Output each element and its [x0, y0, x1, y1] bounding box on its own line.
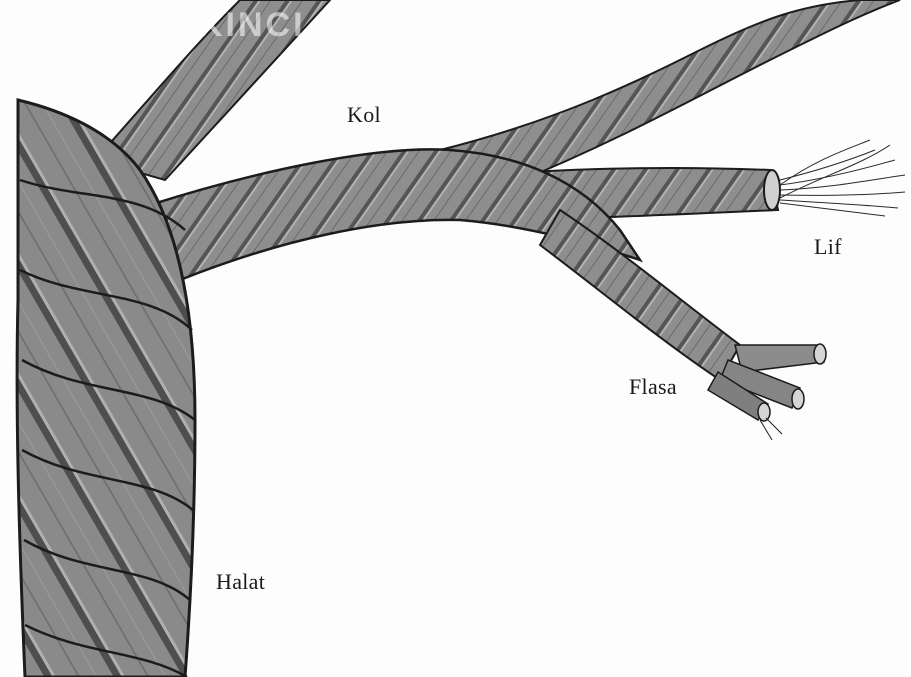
frayed-fibers — [780, 140, 905, 216]
halat-rope — [17, 100, 195, 677]
label-lif: Lif — [814, 234, 842, 260]
watermark-text: KINCI — [198, 6, 306, 45]
label-kol: Kol — [347, 102, 381, 128]
label-halat: Halat — [216, 569, 265, 595]
kol-strand — [440, 0, 900, 185]
label-flasa: Flasa — [629, 374, 677, 400]
flasa-strand — [540, 210, 826, 440]
